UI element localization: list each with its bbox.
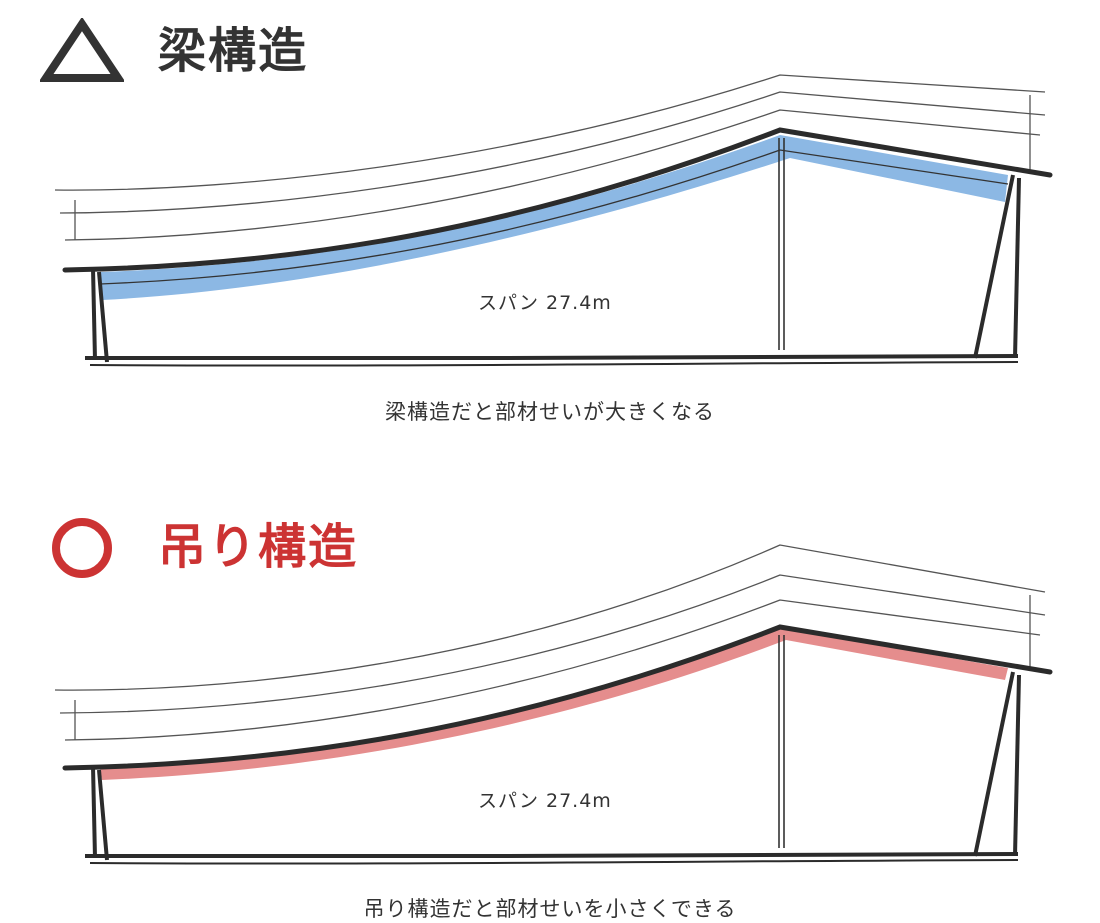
beam-structure-section: 梁構造 スパン 27.4m 梁構造だと部材せいが大きくなる <box>0 0 1100 440</box>
suspension-title: 吊り構造 <box>158 519 359 575</box>
triangle-icon <box>40 18 124 82</box>
suspension-heading: 吊り構造 <box>40 514 358 580</box>
beam-heading: 梁構造 <box>40 18 308 84</box>
beam-title: 梁構造 <box>158 23 309 79</box>
suspension-structure-sketch <box>54 544 1053 865</box>
beam-span-label: スパン 27.4m <box>478 292 612 314</box>
beam-member-fill <box>100 135 1008 300</box>
beam-caption: 梁構造だと部材せいが大きくなる <box>385 400 715 424</box>
suspension-caption: 吊り構造だと部材せいを小さくできる <box>363 897 737 921</box>
suspension-structure-section: 吊り構造 スパン 27.4m 吊り構造だと部材せいを小さくできる <box>0 500 1100 923</box>
circle-icon <box>52 518 112 578</box>
beam-structure-sketch <box>54 74 1053 367</box>
suspension-span-label: スパン 27.4m <box>478 790 612 812</box>
suspension-member-fill <box>100 628 1008 780</box>
